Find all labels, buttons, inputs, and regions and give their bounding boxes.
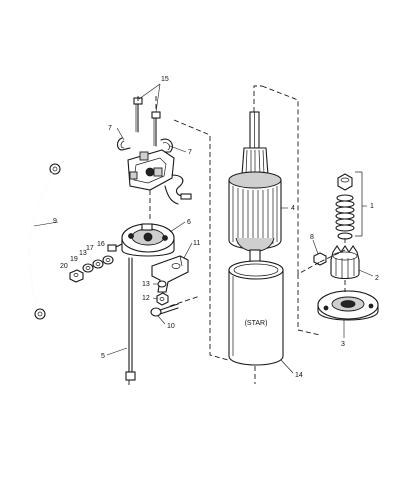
label-6: 6: [187, 219, 191, 226]
label-9: 9: [53, 218, 57, 225]
label-10: 10: [167, 323, 175, 330]
bracket-fasteners: [156, 280, 169, 306]
armature: [228, 111, 282, 265]
label-2: 2: [375, 275, 379, 282]
housing-text: (STAR): [245, 320, 268, 327]
assembly-lines: [128, 85, 346, 386]
label-16: 16: [97, 241, 105, 248]
label-13a: 13: [79, 250, 87, 257]
label-14: 14: [295, 372, 303, 379]
drive-assembly: [335, 171, 363, 240]
drive-end-plate: [317, 290, 379, 321]
battery-cable: [28, 163, 61, 320]
label-15: 15: [161, 76, 169, 83]
brush-clips: [116, 137, 173, 153]
label-20: 20: [60, 263, 68, 270]
motor-housing: (STAR): [228, 260, 284, 366]
through-bolt: [125, 257, 136, 381]
end-cap: [107, 223, 175, 257]
label-3: 3: [341, 341, 345, 348]
terminal-hardware: [69, 255, 114, 283]
label-5: 5: [101, 353, 105, 360]
label-4: 4: [291, 205, 295, 212]
label-17: 17: [86, 245, 94, 252]
leader-lines: [33, 83, 374, 374]
label-11: 11: [193, 240, 200, 247]
label-7a: 7: [108, 125, 112, 132]
label-7b: 7: [188, 149, 192, 156]
brush-holder: [127, 149, 192, 205]
mounting-bracket: [151, 255, 189, 293]
pinion-gear: [330, 245, 360, 280]
label-1: 1: [370, 203, 374, 210]
label-12: 12: [142, 295, 150, 302]
label-8: 8: [310, 234, 314, 241]
short-bolt: [150, 303, 179, 317]
thrust-washer: [313, 252, 327, 266]
label-19: 19: [70, 256, 78, 263]
label-13b: 13: [142, 281, 150, 288]
callout-labels: 15 7 7 9 6 11 16 17 13 19 20 13 12 10 5 …: [53, 76, 379, 379]
